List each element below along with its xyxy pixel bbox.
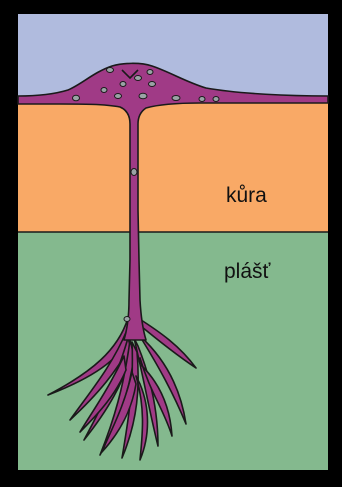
crust-label: kůra — [226, 184, 267, 207]
crust-layer — [18, 102, 328, 232]
mantle-label: plášť — [224, 260, 272, 283]
